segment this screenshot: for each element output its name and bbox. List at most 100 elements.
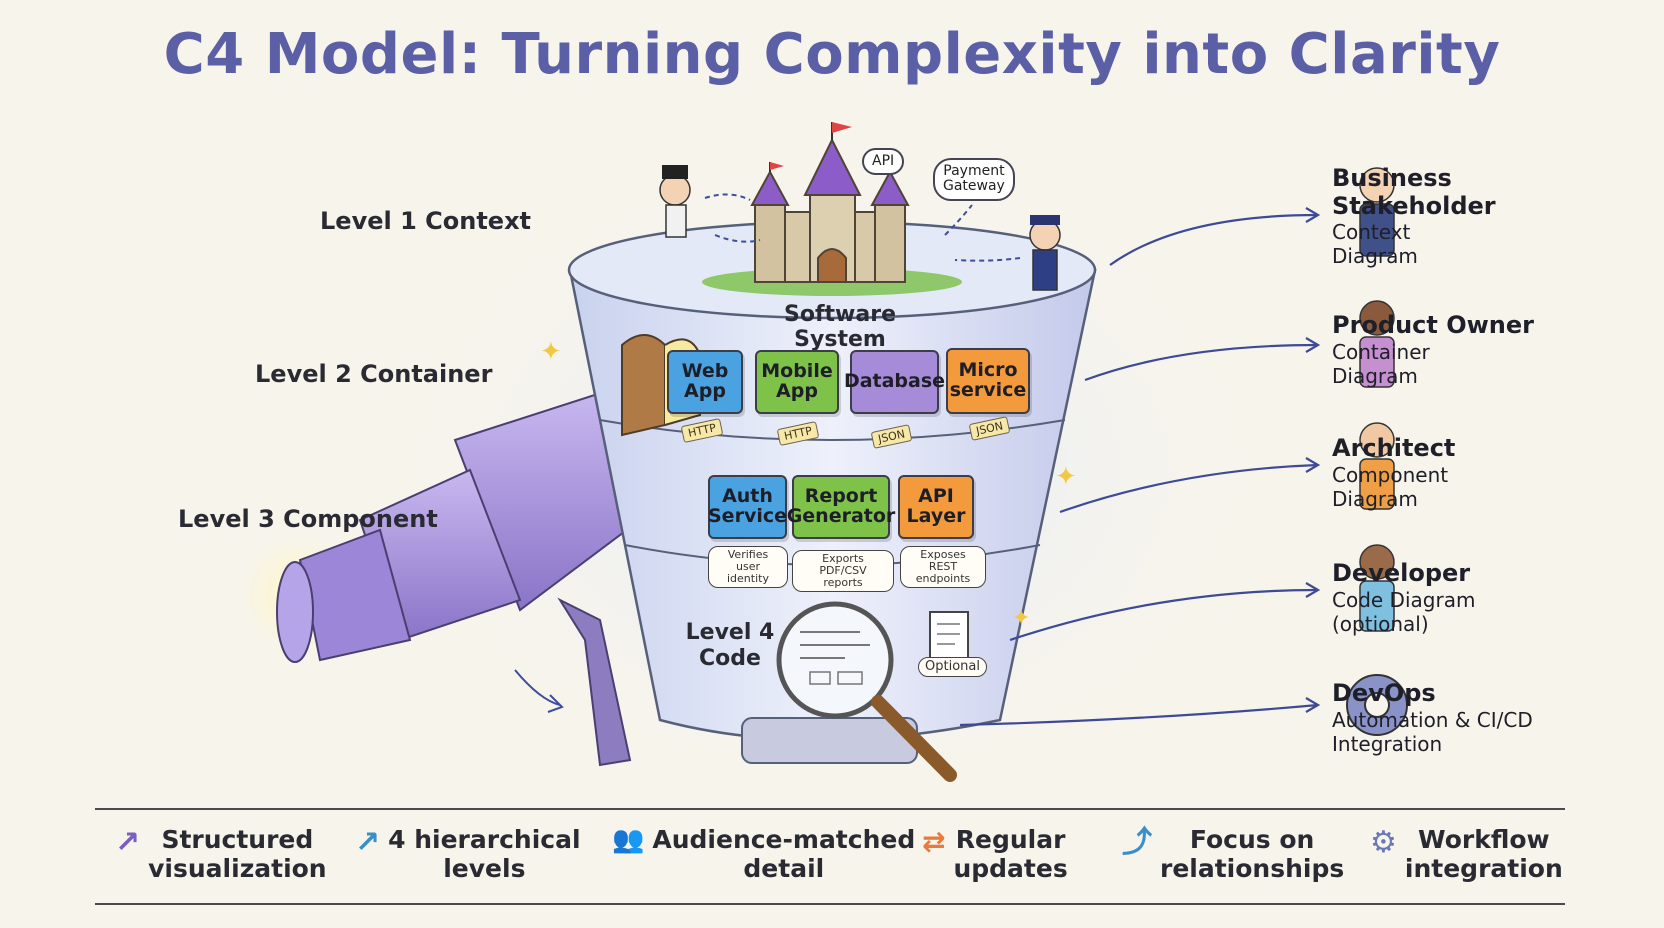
persona-architect: Architect Component Diagram <box>1332 434 1662 511</box>
container-microservice-line-2: service <box>949 379 1027 401</box>
persona-diagram: Diagram <box>1332 363 1418 388</box>
footer-line: Regular <box>955 825 1066 854</box>
payment-gateway-line-1: Payment <box>943 163 1005 179</box>
footer-line: Structured <box>161 825 314 854</box>
component-note-line-1: Exposes REST <box>920 548 966 574</box>
sync-arrows-icon: ⇄ <box>922 825 946 858</box>
persona-name: DevOps <box>1332 679 1436 707</box>
stakeholder-avatar <box>1359 167 1395 257</box>
persona-diagram: Diagram <box>1332 486 1418 511</box>
persona-diagram: Container <box>1332 339 1430 364</box>
people-icon: 👥 <box>612 825 645 855</box>
persona-name: Product Owner <box>1332 311 1535 339</box>
footer-line: integration <box>1404 853 1563 883</box>
component-auth-service-line-2: Service <box>708 505 787 527</box>
component-note-line-1: Exports PDF/CSV <box>819 552 867 578</box>
payment-gateway-line-2: Gateway <box>943 178 1005 195</box>
component-note-line-1: Verifies user <box>727 548 769 574</box>
telescope-illustration <box>240 388 642 767</box>
level-3-label: Level 3 Component <box>178 505 438 533</box>
curved-arrow-icon: ⤴ <box>1122 825 1152 860</box>
footer-line: visualization <box>148 853 327 883</box>
level-4-line-1: Level 4 <box>685 620 775 645</box>
container-database-label: Database <box>843 370 946 393</box>
devops-gear-avatar <box>1346 674 1408 736</box>
footer-line: relationships <box>1160 853 1345 883</box>
officer-character-icon <box>1029 215 1061 291</box>
arrow-up-right-icon: ↗ <box>115 825 141 860</box>
arrow-up-right-icon: ↗ <box>355 825 381 860</box>
page-title: C4 Model: Turning Complexity into Clarit… <box>163 22 1501 87</box>
footer-line: detail <box>743 853 825 883</box>
container-microservice-line-1: Micro <box>958 359 1018 382</box>
component-api-layer-line-1: API <box>918 485 954 508</box>
component-auth-service-line-1: Auth <box>722 485 773 508</box>
level-4-label: Level 4 Code <box>680 620 780 673</box>
footer-line: levels <box>443 853 526 883</box>
persona-diagram: Component <box>1332 462 1449 487</box>
api-bubble: API <box>862 148 905 176</box>
persona-diagram: Integration <box>1332 731 1443 756</box>
footer-line: 4 hierarchical <box>388 825 581 854</box>
magnifier-icon <box>776 601 957 782</box>
persona-business-stakeholder: Business Stakeholder Context Diagram <box>1332 164 1662 269</box>
component-report-generator-line-1: Report <box>804 485 878 508</box>
level-2-label: Level 2 Container <box>255 360 493 388</box>
persona-devops: DevOps Automation & CI/CD Integration <box>1332 679 1662 756</box>
container-mobile-app-line-2: App <box>776 380 818 402</box>
footer-line: updates <box>953 853 1068 883</box>
persona-name: Business <box>1332 164 1452 192</box>
persona-diagram: Diagram <box>1332 244 1418 269</box>
component-api-layer-line-2: Layer <box>906 505 966 527</box>
optional-note: Optional <box>918 657 987 678</box>
document-icon <box>929 611 969 661</box>
user-character-icon <box>659 165 691 238</box>
architect-avatar <box>1359 422 1395 510</box>
persona-developer: Developer Code Diagram (optional) <box>1332 559 1662 636</box>
container-web-app-line-2: App <box>684 380 726 402</box>
software-system-label: Software System <box>784 302 896 352</box>
footer-line: Audience-matched <box>652 825 916 854</box>
level-4-line-2: Code <box>699 646 761 672</box>
component-note-line-2: reports <box>823 576 863 590</box>
svg-text:✦: ✦ <box>1055 462 1077 492</box>
footer-line: Focus on <box>1189 825 1315 854</box>
castle-illustration <box>750 122 910 283</box>
persona-name: Developer <box>1332 559 1471 587</box>
container-web-app-line-1: Web <box>681 360 729 383</box>
persona-product-owner: Product Owner Container Diagram <box>1332 311 1662 388</box>
developer-avatar <box>1359 544 1395 632</box>
persona-name: Stakeholder <box>1332 191 1496 220</box>
footer-bottom-rule <box>95 903 1565 905</box>
container-database: Database <box>844 350 945 414</box>
footer-line: Workflow <box>1418 825 1550 854</box>
component-note-line-2: endpoints <box>915 572 971 586</box>
persona-diagram: Code Diagram <box>1332 587 1476 612</box>
footer-top-rule <box>95 808 1565 810</box>
gear-icon: ⚙ <box>1370 825 1397 860</box>
level-1-label: Level 1 Context <box>320 207 532 235</box>
component-report-generator-line-2: Generator <box>786 505 896 527</box>
payment-gateway-bubble: Payment Gateway <box>933 158 1015 201</box>
persona-diagram: Automation & CI/CD <box>1332 707 1533 732</box>
svg-text:✦: ✦ <box>1012 606 1030 631</box>
container-mobile-app-line-1: Mobile <box>761 360 833 383</box>
persona-name: Architect <box>1332 434 1456 462</box>
product-owner-avatar <box>1359 300 1395 388</box>
persona-diagram: (optional) <box>1332 611 1429 636</box>
svg-text:✦: ✦ <box>540 337 562 367</box>
persona-diagram: Context <box>1332 220 1411 245</box>
